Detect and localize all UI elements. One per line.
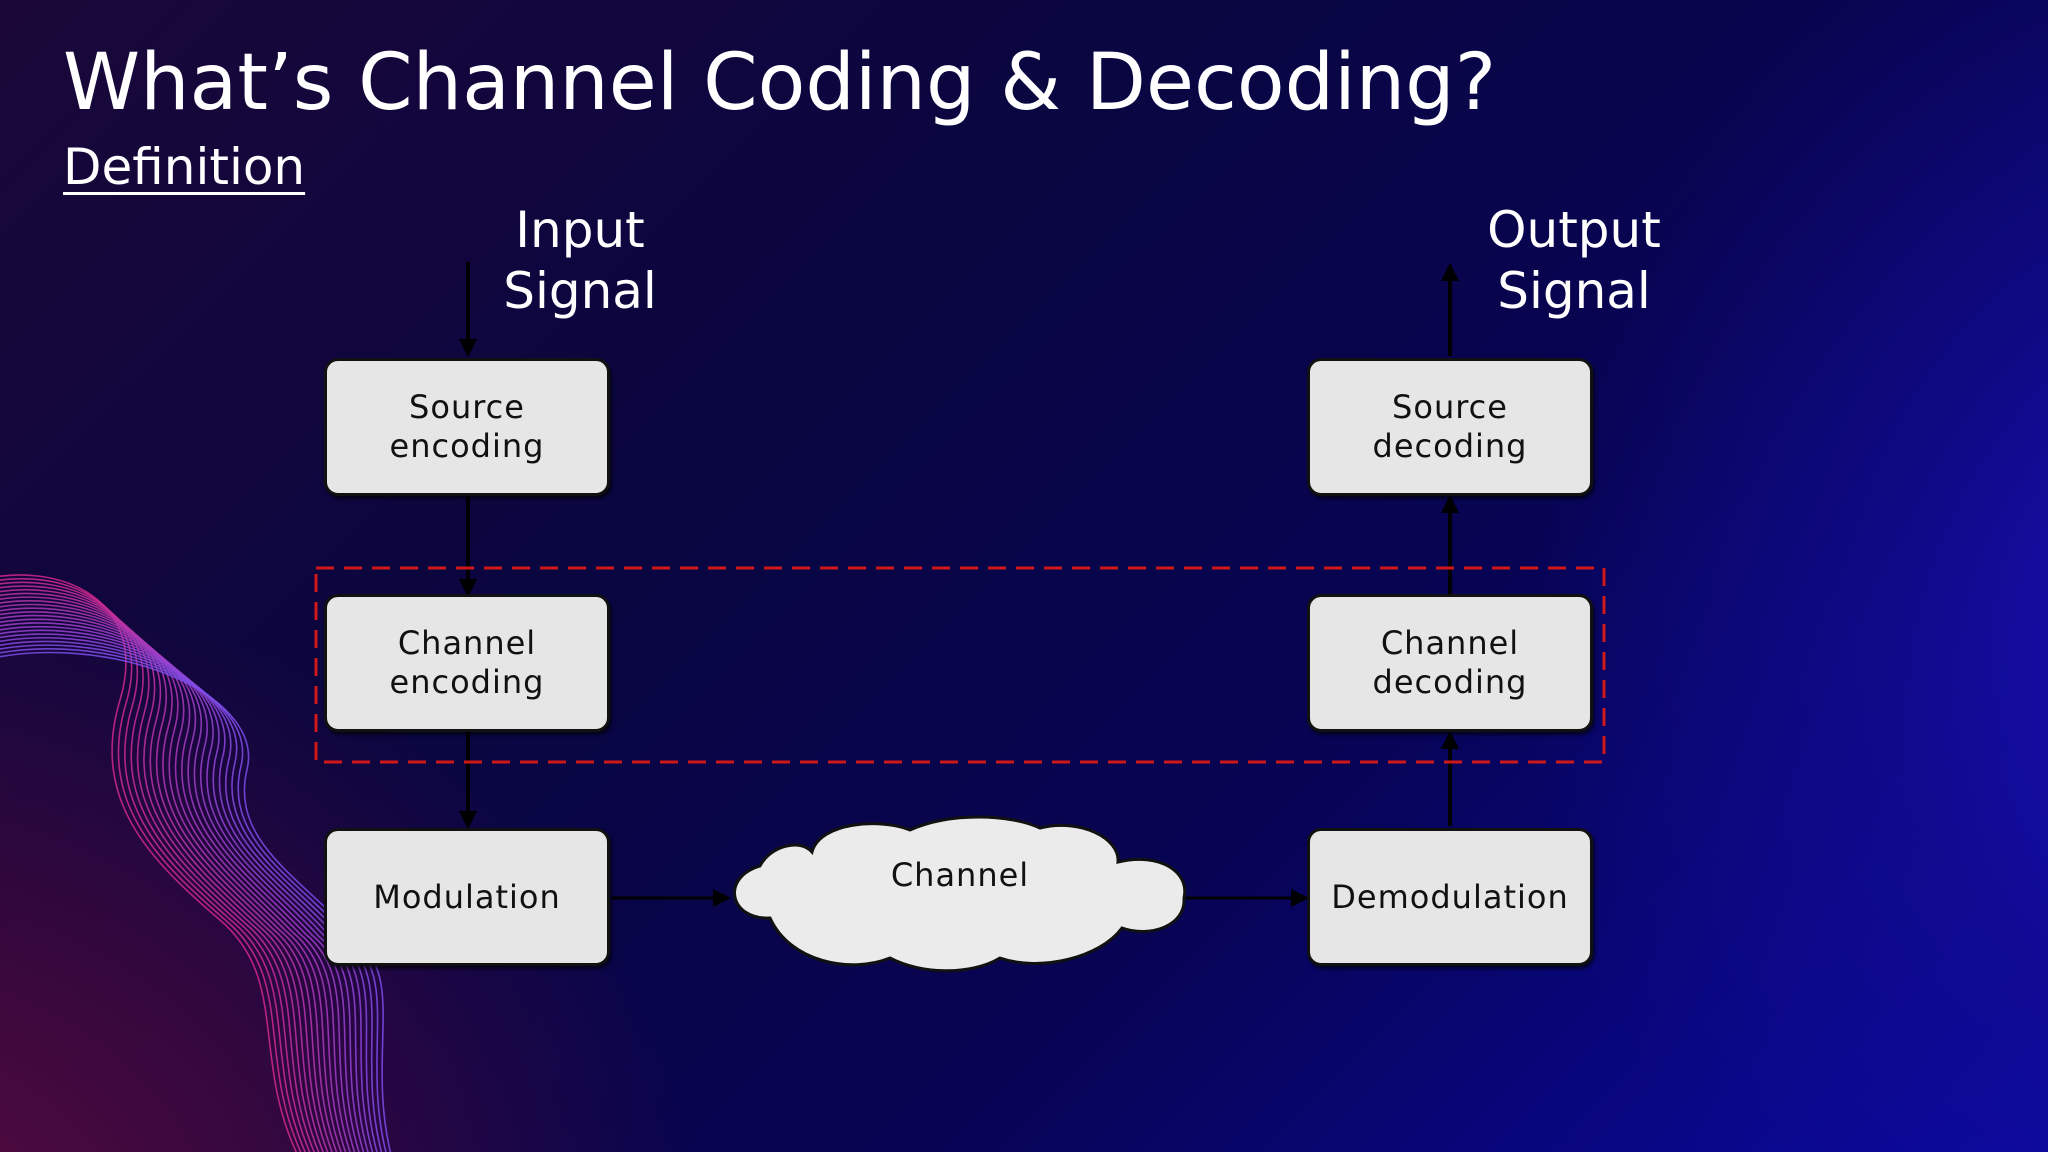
source-decoding-block: Source decoding (1307, 358, 1593, 496)
wave-line (0, 581, 307, 1152)
wave-line (0, 600, 329, 1152)
wave-line (0, 592, 320, 1152)
output-signal-label: Output Signal (1474, 200, 1674, 322)
wave-line (0, 603, 334, 1152)
wave-line (0, 607, 338, 1152)
wave-line (0, 633, 369, 1152)
slide-title: What’s Channel Coding & Decoding? (63, 38, 1497, 128)
source-decoding-line2: decoding (1372, 427, 1528, 465)
wave-line (0, 640, 378, 1152)
channel-encoding-block: Channel encoding (324, 594, 610, 732)
wave-line (0, 644, 383, 1152)
wave-line (0, 596, 325, 1152)
channel-encoding-line1: Channel (397, 624, 537, 662)
channel-decoding-line1: Channel (1380, 624, 1520, 662)
wave-line (0, 622, 356, 1152)
wave-line (0, 629, 365, 1152)
demodulation-label: Demodulation (1331, 877, 1569, 916)
wave-line (0, 625, 360, 1152)
wave-line (0, 618, 352, 1152)
wave-line (0, 614, 347, 1152)
source-encoding-line2: encoding (389, 427, 545, 465)
modulation-block: Modulation (324, 828, 610, 966)
modulation-label: Modulation (373, 877, 561, 916)
channel-encoding-line2: encoding (389, 663, 545, 701)
wave-line (0, 574, 298, 1152)
channel-cloud (733, 815, 1187, 973)
wave-line (0, 611, 343, 1152)
wave-line (0, 585, 311, 1152)
slide-subtitle-definition: Definition (63, 138, 306, 196)
input-label-line1: Input (515, 201, 645, 259)
demodulation-block: Demodulation (1307, 828, 1593, 966)
output-label-line2: Signal (1497, 262, 1651, 320)
wave-line (0, 648, 387, 1152)
output-label-line1: Output (1487, 201, 1661, 259)
channel-coding-highlight (314, 566, 1606, 764)
wave-line (0, 577, 302, 1152)
source-encoding-line1: Source (409, 388, 525, 426)
channel-label: Channel (890, 856, 1030, 894)
wave-line (0, 588, 316, 1152)
wave-line (0, 637, 374, 1152)
channel-decoding-line2: decoding (1372, 663, 1528, 701)
decorative-wave-lines (0, 574, 392, 1152)
wave-line (0, 651, 392, 1152)
input-label-line2: Signal (503, 262, 657, 320)
channel-decoding-block: Channel decoding (1307, 594, 1593, 732)
input-signal-label: Input Signal (480, 200, 680, 322)
source-encoding-block: Source encoding (324, 358, 610, 496)
source-decoding-line1: Source (1392, 388, 1508, 426)
